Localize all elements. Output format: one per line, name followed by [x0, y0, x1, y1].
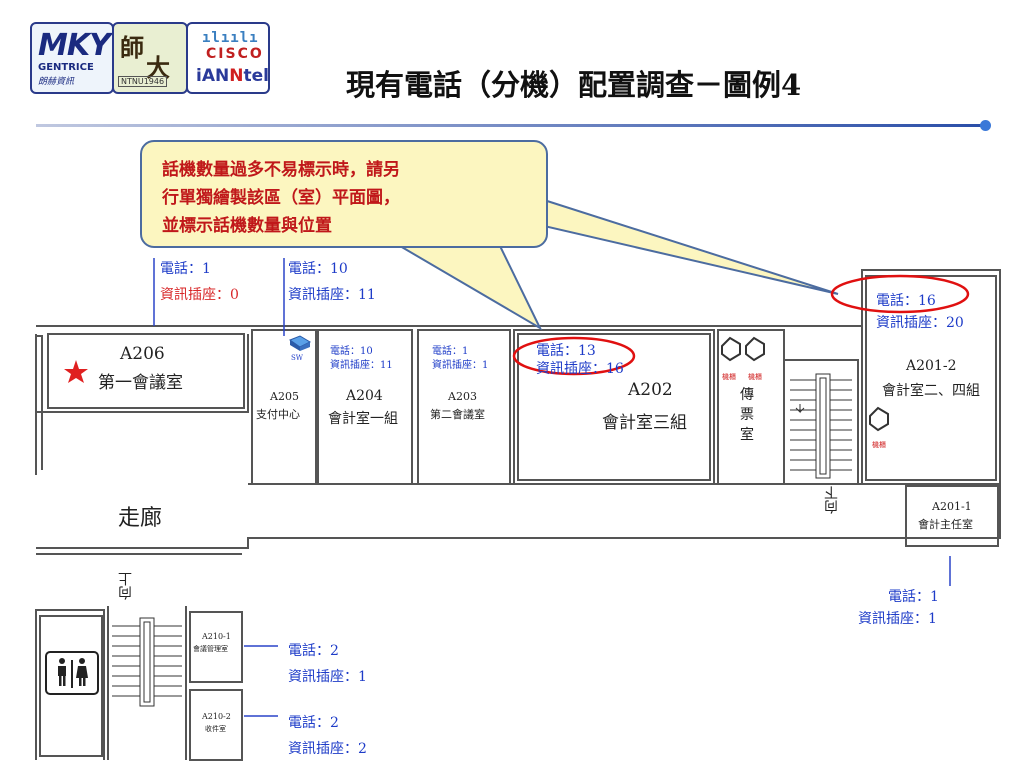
room-restroom [39, 615, 103, 757]
a201-2-phone-label: 電話：16 [876, 293, 936, 309]
a201-1-name: 會計主任室 [918, 518, 973, 531]
a205-code: A205 [270, 390, 299, 403]
room-a206 [47, 333, 245, 409]
restroom-icon [45, 651, 99, 695]
a206-wall [36, 334, 249, 413]
stair-down-label: 向下 [824, 486, 840, 514]
stair-up-label: 向上 [118, 572, 134, 600]
ntnu-logo: 師 大 NTNU1946 [112, 22, 188, 94]
ntnu-char-2: 大 [146, 53, 170, 82]
room-a201-2-inner [865, 275, 997, 481]
cisco-bars-icon: ılıılı [202, 30, 259, 46]
gentrice-logo-text: GENTRICE [38, 62, 94, 73]
a210-2-phone-label: 電話：2 [288, 715, 339, 731]
a210-2-code: A210-2 [202, 712, 231, 721]
a205-name: 支付中心 [256, 408, 300, 421]
a201-2-name: 會計室二、四組 [882, 383, 980, 399]
ntnu-year-text: NTNU1946 [118, 76, 168, 87]
a202-name: 會計室三組 [602, 413, 687, 433]
mky-logo: MKY GENTRICE 朗赫資訊 [30, 22, 114, 94]
a201-2-data-label: 資訊插座：20 [876, 315, 964, 331]
callout-pointer-a202 [396, 245, 543, 331]
logo-group: MKY GENTRICE 朗赫資訊 師 大 NTNU1946 ılıılı CI… [30, 22, 270, 96]
callout-pointer-a201-2 [543, 198, 839, 295]
callout-line-2: 行單獨繪製該區（室）平面圖， [162, 188, 400, 208]
a210-1-phone-label: 電話：2 [288, 643, 339, 659]
room-a210-1 [189, 611, 243, 683]
stair-left-steps [112, 617, 182, 707]
lantel-left: iAN [196, 66, 230, 86]
ticket-char-1: 傳 [740, 387, 754, 403]
lantel-logo-text: iANNtel [196, 66, 269, 86]
a204-name: 會計室一組 [328, 411, 398, 427]
highlight-a201-2 [830, 274, 970, 314]
a203-data-label: 資訊插座：1 [432, 360, 489, 371]
callout-line-3: 並標示話機數量與位置 [162, 216, 332, 236]
switch-label: SW [291, 354, 303, 362]
stair-right [783, 359, 859, 485]
a205-phone-label: 電話：10 [288, 261, 348, 277]
cabinet-label-3: 機櫃 [872, 441, 886, 449]
a203-code: A203 [448, 390, 477, 403]
a210-2-name: 收件室 [205, 725, 226, 733]
cabinet-label-2: 機櫃 [748, 373, 762, 381]
a202-data-label: 資訊插座：16 [536, 361, 624, 377]
a202-code: A202 [628, 380, 673, 400]
header-divider [36, 124, 986, 127]
gentrice-cn-text: 朗赫資訊 [38, 77, 75, 87]
header-divider-dot [980, 120, 991, 131]
ticket-char-2: 票 [740, 407, 754, 423]
room-a204 [317, 329, 413, 485]
room-a201-2 [861, 269, 1001, 485]
corridor-bottom-wall [36, 484, 1001, 549]
a206-name: 第一會議室 [98, 373, 183, 393]
ntnu-char-1: 師 [120, 33, 144, 62]
a203-name: 第二會議室 [430, 408, 485, 421]
a201-1-data-label: 資訊插座：1 [858, 611, 937, 627]
a210-1-name: 會議管理室 [193, 645, 228, 653]
cabinet-label-1: 機櫃 [722, 373, 736, 381]
a201-1-code: A201-1 [932, 500, 972, 513]
a201-1-phone-label: 電話：1 [888, 589, 939, 605]
room-a203 [417, 329, 511, 485]
switch-icon [288, 335, 312, 351]
a202-phone-label: 電話：13 [536, 343, 596, 359]
room-a202-inner [517, 333, 711, 481]
a210-1-data-label: 資訊插座：1 [288, 669, 367, 685]
a201-2-code: A201-2 [906, 358, 957, 374]
stair-right-steps [790, 373, 852, 479]
a206-code: A206 [120, 344, 165, 364]
room-a201-1 [905, 485, 999, 547]
a206-phone-label: 電話：1 [160, 261, 211, 277]
restroom-wall [35, 609, 105, 760]
room-a202 [513, 329, 715, 485]
lantel-n: N [229, 66, 244, 86]
a210-2-data-label: 資訊插座：2 [288, 741, 367, 757]
mky-logo-text: MKY [38, 28, 111, 63]
a206-data-label: 資訊插座：0 [160, 287, 239, 303]
ticket-char-3: 室 [740, 427, 754, 443]
room-a210-2 [189, 689, 243, 761]
page-title: 現有電話（分機）配置調查－圖例4 [346, 68, 802, 102]
star-icon [64, 360, 88, 383]
a210-1-code: A210-1 [202, 632, 231, 641]
left-upper-wall-inner [36, 335, 43, 470]
a203-phone-label: 電話：1 [432, 346, 469, 357]
lantel-right: tel [243, 66, 269, 86]
cabinet-icons [721, 336, 889, 432]
corridor-label: 走廊 [118, 506, 163, 531]
a204-data-label: 資訊插座：11 [330, 360, 393, 371]
callout-note: 話機數量過多不易標示時，請另 行單獨繪製該區（室）平面圖， 並標示話機數量與位置 [140, 140, 548, 248]
a204-phone-label: 電話：10 [330, 346, 373, 357]
cisco-lantel-logo: ılıılı CISCO iANNtel [186, 22, 270, 94]
a204-code: A204 [346, 388, 383, 404]
cisco-logo-text: CISCO [206, 46, 264, 62]
a205-data-label: 資訊插座：11 [288, 287, 376, 303]
callout-line-1: 話機數量過多不易標示時，請另 [162, 160, 400, 180]
highlight-a202 [512, 336, 636, 376]
